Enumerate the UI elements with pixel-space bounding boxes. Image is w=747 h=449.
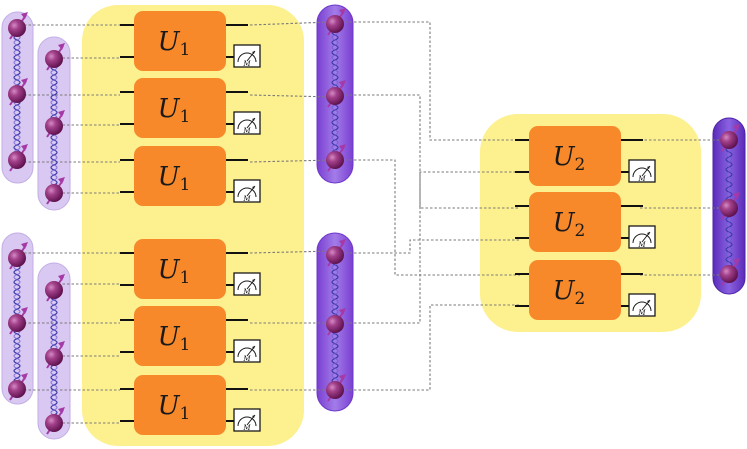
gate-box bbox=[134, 78, 226, 138]
wire-middle-to-u2 bbox=[345, 159, 520, 276]
spin-particle-icon bbox=[326, 144, 346, 172]
gate-label: U1 bbox=[158, 322, 191, 355]
measurement-meter-icon: M bbox=[233, 44, 261, 68]
wire-u1-to-middle bbox=[249, 250, 335, 254]
u2-gate: U2 bbox=[515, 192, 643, 252]
spin-particle-icon bbox=[326, 374, 346, 402]
gate-label: U1 bbox=[158, 162, 191, 195]
measurement-meter-icon: M bbox=[628, 225, 656, 249]
wire-middle-to-u2 bbox=[345, 239, 520, 254]
spin-particle-icon bbox=[720, 258, 740, 286]
meter-label: M bbox=[242, 355, 251, 363]
measurement-meter-icon: M bbox=[233, 272, 261, 296]
wire-middle-to-u2 bbox=[345, 171, 520, 324]
spin-particle-icon bbox=[45, 274, 65, 302]
spin-particle-icon bbox=[326, 80, 346, 108]
gate-box bbox=[529, 260, 621, 320]
u2-gate: U2 bbox=[515, 126, 643, 186]
spin-particle-icon bbox=[326, 308, 346, 336]
spin-layer bbox=[8, 8, 740, 435]
gate-label: U2 bbox=[553, 276, 586, 309]
spin-particle-icon bbox=[326, 239, 346, 267]
gate-label: U1 bbox=[158, 27, 191, 60]
gate-box bbox=[134, 11, 226, 71]
spin-particle-icon bbox=[720, 192, 740, 220]
gate-box bbox=[529, 126, 621, 186]
measurement-meter-icon: M bbox=[628, 293, 656, 317]
measurement-meter-icon: M bbox=[233, 339, 261, 363]
measurement-meter-icon: M bbox=[233, 408, 261, 432]
meter-label: M bbox=[242, 195, 251, 203]
meter-label: M bbox=[637, 241, 646, 249]
spin-particle-icon bbox=[45, 177, 65, 205]
meter-label: M bbox=[242, 424, 251, 432]
wire-u1-to-middle bbox=[249, 159, 335, 163]
meter-label: M bbox=[637, 309, 646, 317]
measurement-meter-icon: M bbox=[233, 111, 261, 135]
wire-middle-to-u2 bbox=[345, 94, 520, 209]
spin-particle-icon bbox=[720, 124, 740, 152]
meter-label: M bbox=[242, 127, 251, 135]
gate-label: U2 bbox=[553, 208, 586, 241]
u2-gate: U2 bbox=[515, 260, 643, 320]
u1-gate: U1 bbox=[120, 375, 248, 435]
spin-particle-icon bbox=[45, 110, 65, 138]
measurement-meter-icon: M bbox=[628, 159, 656, 183]
u1-gate: U1 bbox=[120, 78, 248, 138]
wire-middle-to-u2 bbox=[345, 304, 520, 391]
spin-particle-icon bbox=[8, 144, 28, 172]
measurement-meter-icon: M bbox=[233, 179, 261, 203]
gate-label: U1 bbox=[158, 391, 191, 424]
u1-gate: U1 bbox=[120, 239, 248, 299]
wire-u1-to-middle bbox=[249, 94, 335, 98]
spin-particle-icon bbox=[8, 12, 28, 40]
spin-particle-icon bbox=[8, 242, 28, 270]
spin-particle-icon bbox=[45, 407, 65, 435]
gate-box bbox=[134, 146, 226, 206]
wire-layer bbox=[24, 21, 725, 424]
wire-middle-to-u2 bbox=[345, 21, 520, 141]
meter-label: M bbox=[637, 175, 646, 183]
gate-box bbox=[134, 239, 226, 299]
u1-gate: U1 bbox=[120, 306, 248, 366]
u1-gate: U1 bbox=[120, 146, 248, 206]
spin-particle-icon bbox=[8, 373, 28, 401]
spin-particle-icon bbox=[8, 307, 28, 335]
spin-particle-icon bbox=[45, 341, 65, 369]
gate-box bbox=[134, 375, 226, 435]
gate-label: U1 bbox=[158, 255, 191, 288]
spin-particle-icon bbox=[326, 8, 346, 36]
meter-label: M bbox=[242, 60, 251, 68]
meter-label: M bbox=[242, 288, 251, 296]
gate-box bbox=[529, 192, 621, 252]
gate-box bbox=[134, 306, 226, 366]
spin-particle-icon bbox=[8, 78, 28, 106]
gate-label: U2 bbox=[553, 142, 586, 175]
spin-particle-icon bbox=[45, 43, 65, 71]
gate-label: U1 bbox=[158, 94, 191, 127]
u1-gate: U1 bbox=[120, 11, 248, 71]
